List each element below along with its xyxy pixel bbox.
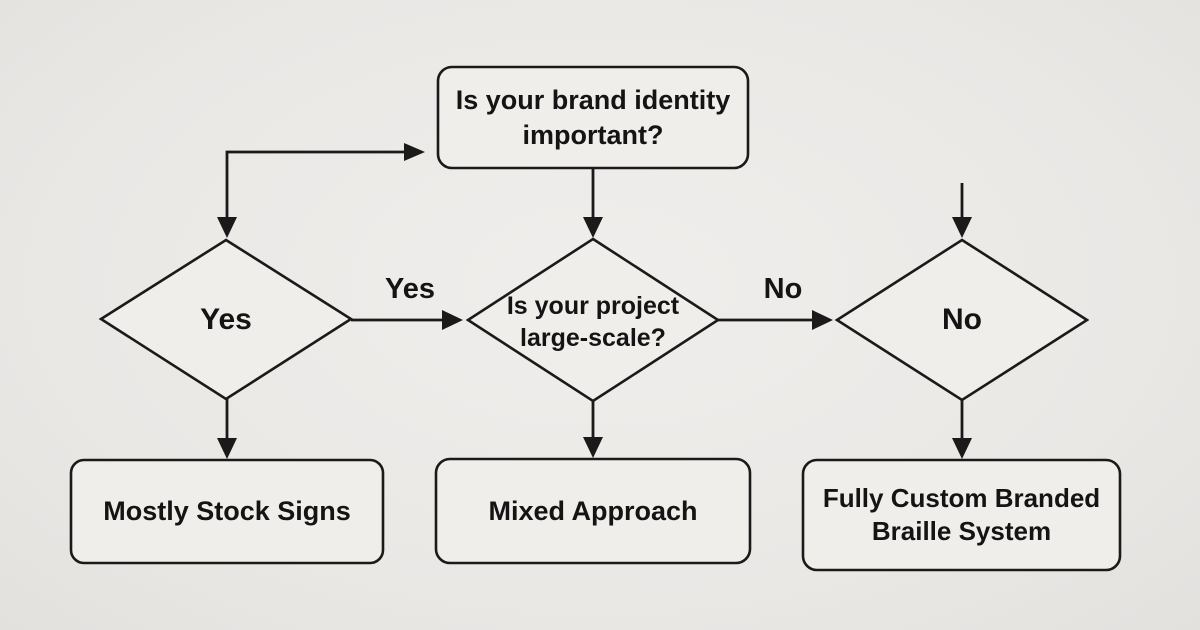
node-label-custom-outcome: Fully Custom Branded Braille System [822,482,1101,546]
edge-label-no: No [763,273,803,306]
arrowhead-into-stock-box [217,438,237,459]
arrowhead-into-yes-diamond [217,217,237,238]
node-scale-question-shape [465,237,721,403]
node-no-diamond-shape [834,238,1090,402]
node-custom-outcome-shape [801,458,1122,572]
arrowhead-into-no-diamond [952,217,972,238]
edge-label-yes: Yes [385,273,435,306]
node-label-mixed-outcome: Mixed Approach [488,495,698,526]
node-label-brand-question: Is your brand identity important? [455,84,731,150]
arrowhead-no-edge [812,310,833,330]
node-yes-diamond-shape [98,238,354,401]
arrowhead-into-brand-question [404,143,425,161]
edge-elbow-connector [225,150,412,226]
arrowhead-yes-edge [442,310,463,330]
arrowhead-into-custom-box [952,438,972,459]
node-label-stock-outcome: Mostly Stock Signs [103,496,351,527]
node-mixed-outcome-shape [434,457,752,565]
arrowhead-into-mixed-box [583,437,603,458]
arrowhead-into-scale-diamond [583,217,603,238]
node-label-scale-question: Is your project large-scale? [506,292,680,352]
node-label-yes-diamond: Yes [200,302,252,336]
node-stock-outcome-shape [69,458,385,565]
node-brand-question-shape [436,65,750,170]
node-label-no-diamond: No [942,302,982,336]
